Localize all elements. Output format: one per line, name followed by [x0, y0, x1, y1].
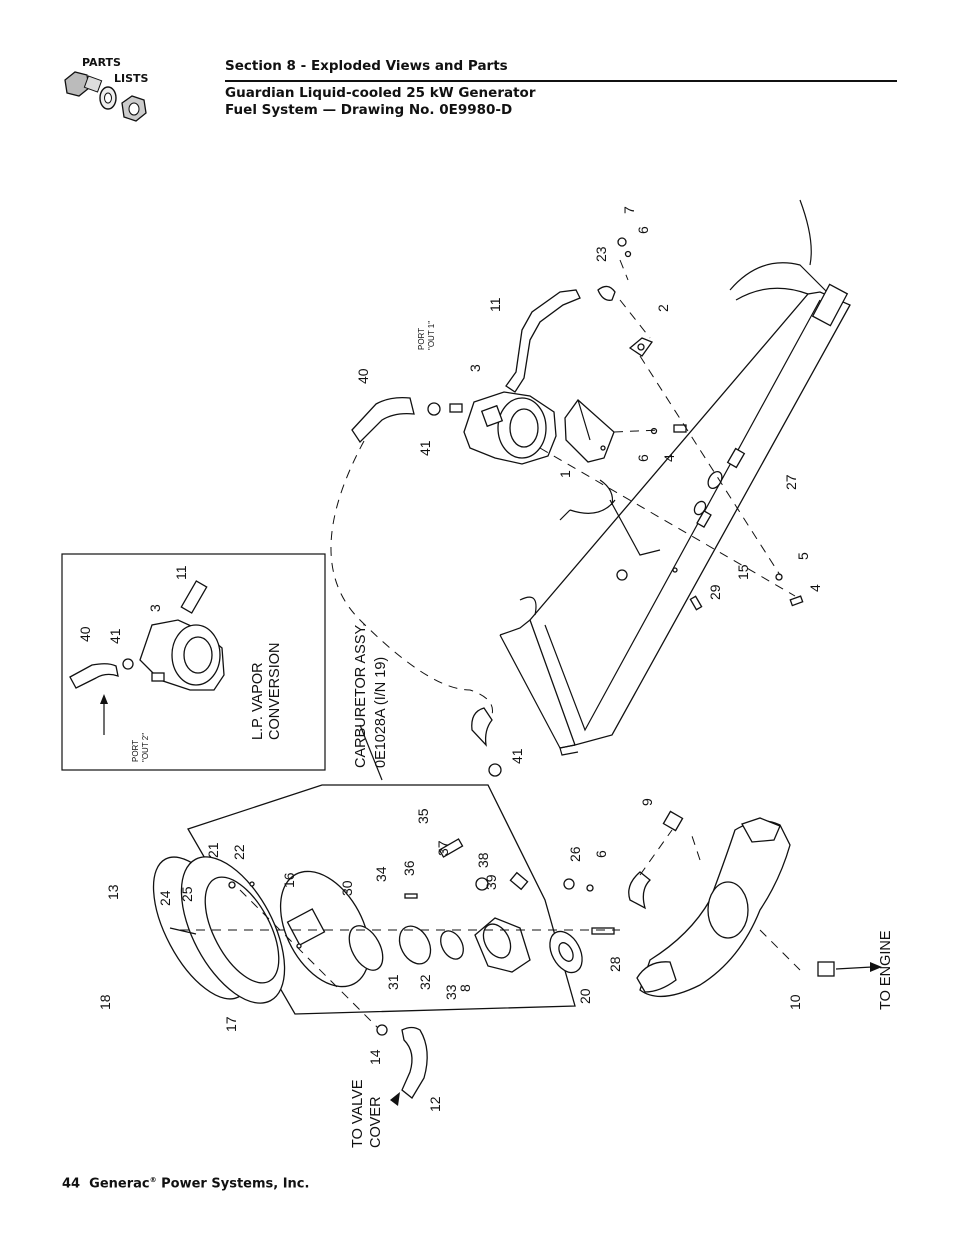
to-valve-cover-line2: COVER: [368, 1096, 384, 1148]
generator-frame-rail: [499, 199, 851, 756]
hose-42: [628, 871, 651, 910]
adapter-plate-16: [279, 870, 371, 988]
callout-c3: 3: [467, 364, 483, 372]
callout-c4a: 4: [661, 454, 677, 462]
callout-c6b: 6: [635, 226, 651, 234]
logo-parts-label: PARTS: [82, 56, 121, 69]
callout-c20: 20: [577, 988, 593, 1004]
callout-c8: 8: [457, 984, 473, 992]
bolt-nut-washer-icon: [64, 71, 147, 122]
document-title: Guardian Liquid-cooled 25 kW Generator: [225, 85, 536, 101]
hose-12: [401, 1026, 428, 1099]
page-footer: 44 Generac® Power Systems, Inc.: [62, 1176, 310, 1192]
inset-title-line2: CONVERSION: [267, 643, 283, 741]
callout-c40: 40: [355, 368, 371, 384]
lp-vapor-inset: [61, 553, 326, 771]
hose-route-dashed: [330, 440, 493, 721]
callout-c6a: 6: [635, 454, 651, 462]
callout-c30: 30: [339, 880, 355, 896]
spring-28: [591, 927, 615, 935]
callout-c33: 33: [443, 984, 459, 1000]
callout-c25: 25: [179, 886, 195, 902]
logo-lists-label: LISTS: [114, 72, 149, 85]
inset-title-line1: L.P. VAPOR: [250, 662, 266, 740]
callout-c15: 15: [735, 564, 751, 580]
hose-clamp-41: [427, 402, 441, 416]
barb-fitting: [449, 403, 463, 413]
callout-c29: 29: [707, 584, 723, 600]
callout-c10: 10: [787, 994, 803, 1010]
callout-c21: 21: [205, 842, 221, 858]
page-number: 44: [62, 1176, 81, 1192]
stud-24: [169, 927, 197, 935]
arrow-to-valve-cover: [390, 1092, 400, 1106]
company-suffix: Power Systems, Inc.: [161, 1176, 310, 1192]
section-title: Section 8 - Exploded Views and Parts: [225, 58, 897, 82]
callout-c32: 32: [417, 974, 433, 990]
callout-c22: 22: [231, 844, 247, 860]
callout-c5: 5: [795, 552, 811, 560]
drawing-subtitle: Fuel System — Drawing No. 0E9980-D: [225, 102, 513, 118]
parts-lists-logo: PARTS LISTS: [60, 56, 160, 128]
callout-c13: 13: [105, 884, 121, 900]
callout-i11: 11: [173, 565, 189, 580]
port-out1-line2: "OUT 1": [427, 321, 436, 350]
carburetor-assy-number: 0E1028A (I/N 19): [373, 657, 389, 768]
regulator-bracket: [564, 237, 804, 611]
callout-c6c: 6: [593, 850, 609, 858]
callout-c41a: 41: [417, 440, 433, 456]
inset-port-line1: PORT: [131, 740, 140, 762]
carburetor-assembly-panel: [152, 724, 620, 1031]
callout-c34: 34: [373, 866, 389, 882]
callout-c37: 37: [435, 840, 451, 856]
vapor-hose-40: [351, 396, 415, 444]
callout-c27: 27: [783, 474, 799, 490]
inset-port-line2: "OUT 2": [141, 733, 150, 762]
fuel-hose-11: [505, 289, 581, 393]
callout-c14: 14: [367, 1049, 383, 1065]
callout-c31: 31: [385, 974, 401, 990]
nut-7: [617, 237, 627, 247]
callout-c9: 9: [639, 798, 655, 806]
port-out1-line1: PORT: [417, 328, 426, 350]
callout-c16: 16: [281, 872, 297, 888]
callout-c4b: 4: [807, 584, 823, 592]
to-engine-label: TO ENGINE: [878, 930, 894, 1010]
company-name: Generac: [89, 1176, 150, 1192]
lever-35: [438, 838, 464, 858]
arrow-to-engine: [870, 962, 882, 972]
callout-i41: 41: [107, 628, 123, 644]
callout-c17: 17: [223, 1016, 239, 1032]
vapor-hose-lower: [471, 707, 493, 747]
callout-c12: 12: [427, 1096, 443, 1112]
carburetor-assy-label: CARBURETOR ASSY.: [353, 623, 369, 768]
callout-i3: 3: [147, 604, 163, 612]
callout-c35: 35: [415, 808, 431, 824]
callout-c23: 23: [593, 246, 609, 262]
fitting-9: [662, 810, 684, 832]
callout-c7: 7: [621, 206, 637, 214]
callout-c24: 24: [157, 890, 173, 906]
fitting-14: [376, 1024, 388, 1036]
fitting-10: [817, 961, 835, 977]
callout-c18: 18: [97, 994, 113, 1010]
callout-c26: 26: [567, 846, 583, 862]
callout-i40: 40: [77, 626, 93, 642]
intake-manifold: [636, 817, 791, 998]
hose-clamp-41-lower: [488, 763, 502, 777]
callout-c28: 28: [607, 956, 623, 972]
callout-c36: 36: [401, 860, 417, 876]
washer-6: [624, 250, 632, 258]
elbow-fitting-23: [597, 285, 616, 301]
fuel-regulator-3: [427, 289, 581, 465]
callout-c2: 2: [655, 304, 671, 312]
callout-c38: 38: [475, 852, 491, 868]
page-header: Section 8 - Exploded Views and Parts Gua…: [225, 58, 897, 119]
callout-c39: 39: [483, 874, 499, 890]
callout-c11: 11: [487, 297, 503, 312]
callout-c41b: 41: [509, 748, 525, 764]
to-valve-cover-line1: TO VALVE: [350, 1079, 366, 1148]
callout-c1: 1: [557, 470, 573, 478]
